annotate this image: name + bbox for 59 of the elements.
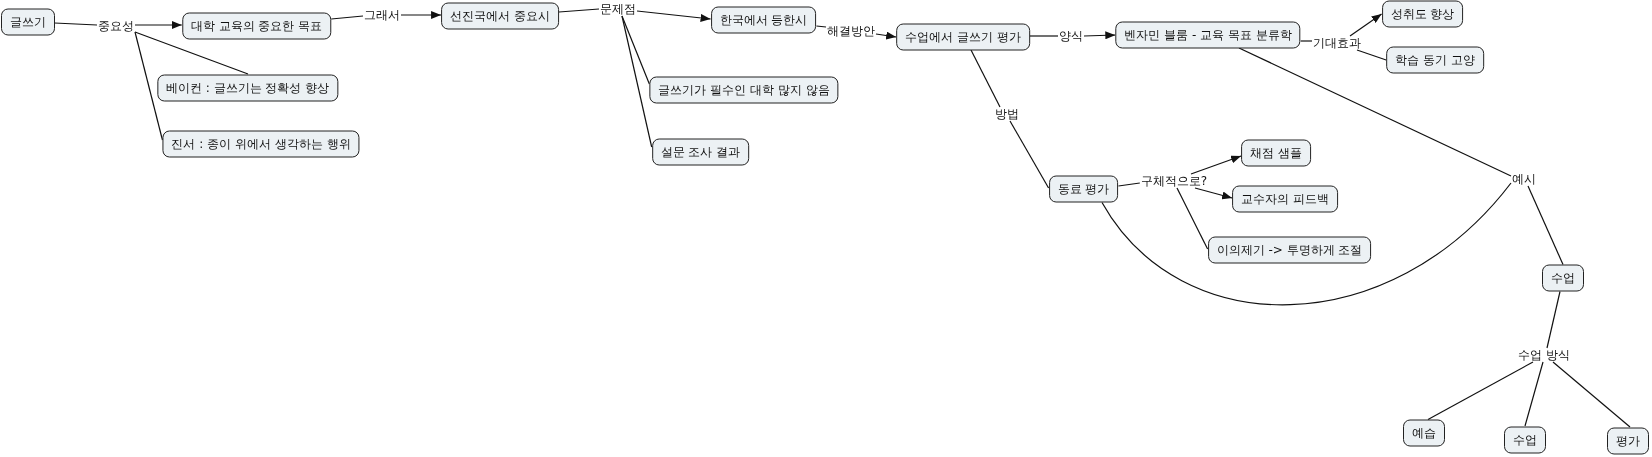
arrow <box>1083 31 1116 40</box>
connector-line <box>1356 49 1387 61</box>
linking-phrase: 기대효과 <box>1312 36 1362 50</box>
concept-box: 진서 : 종이 위에서 생각하는 행위 <box>162 130 360 157</box>
linking-phrase: 구체적으로? <box>1139 174 1209 188</box>
concept-box: 성취도 향상 <box>1381 0 1464 28</box>
concept-box: 선진국에서 중요시 <box>441 2 559 29</box>
connector-line <box>1238 47 1512 177</box>
connector-line <box>1524 361 1544 427</box>
concept-box: 이의제기 -> 투명하게 조절 <box>1207 236 1372 263</box>
concept-box: 글쓰기 <box>0 8 55 36</box>
linking-phrase: 해결방안 <box>826 24 876 38</box>
linking-phrase: 수업 방식 <box>1517 348 1571 362</box>
concept-box: 수업 <box>1542 264 1584 292</box>
connector-line <box>1300 40 1313 42</box>
concept-box: 교수자의 피드백 <box>1232 185 1338 213</box>
connector-line <box>53 22 98 26</box>
linking-phrase: 중요성 <box>97 19 135 33</box>
arrow <box>134 21 183 29</box>
linking-phrase: 방법 <box>994 107 1020 121</box>
connector-line <box>1117 182 1141 187</box>
connector-line <box>621 15 650 85</box>
concept-box: 동료 평가 <box>1048 175 1119 203</box>
connector-line <box>1527 185 1564 266</box>
connector-line <box>1552 361 1631 428</box>
concept-box: 대학 교육의 중요한 목표 <box>181 12 332 39</box>
connector-line <box>1101 182 1512 306</box>
linking-phrase: 양식 <box>1058 29 1084 43</box>
concept-box: 수업에서 글쓰기 평가 <box>896 23 1030 50</box>
connector-line <box>134 31 249 75</box>
concept-box: 한국에서 등한시 <box>710 6 817 34</box>
concept-box: 베이컨 : 글쓰기는 정확성 향상 <box>156 74 339 101</box>
connector-line <box>558 8 600 13</box>
connector-line <box>1176 187 1209 250</box>
connector-line <box>1546 290 1561 349</box>
concept-box: 수업 <box>1504 426 1546 453</box>
connector-line <box>1427 361 1534 421</box>
concept-box: 예습 <box>1403 419 1445 447</box>
arrow <box>1349 13 1383 37</box>
concept-box: 채점 샘플 <box>1241 139 1311 167</box>
arrow <box>875 31 897 40</box>
arrow <box>1194 187 1233 200</box>
linking-phrase: 문제점 <box>599 2 637 16</box>
arrow <box>1190 155 1242 175</box>
concept-box: 설문 조사 결과 <box>651 138 750 165</box>
connector-line <box>330 15 364 20</box>
concept-box: 학습 동기 고양 <box>1386 46 1484 73</box>
connector-line <box>970 49 1001 108</box>
concept-box: 글쓰기가 필수인 대학 많지 않음 <box>649 76 839 104</box>
connector-line <box>621 15 653 148</box>
connector-line <box>815 25 827 28</box>
linking-phrase: 그래서 <box>363 8 401 22</box>
concept-box: 평가 <box>1607 427 1649 454</box>
connector-line <box>1009 120 1050 189</box>
concept-box: 벤자민 블룸 - 교육 목표 분류학 <box>1115 21 1301 48</box>
connector-line <box>1029 35 1059 37</box>
arrow <box>400 11 442 19</box>
linking-phrase: 예시 <box>1511 172 1537 186</box>
arrow <box>636 10 712 22</box>
